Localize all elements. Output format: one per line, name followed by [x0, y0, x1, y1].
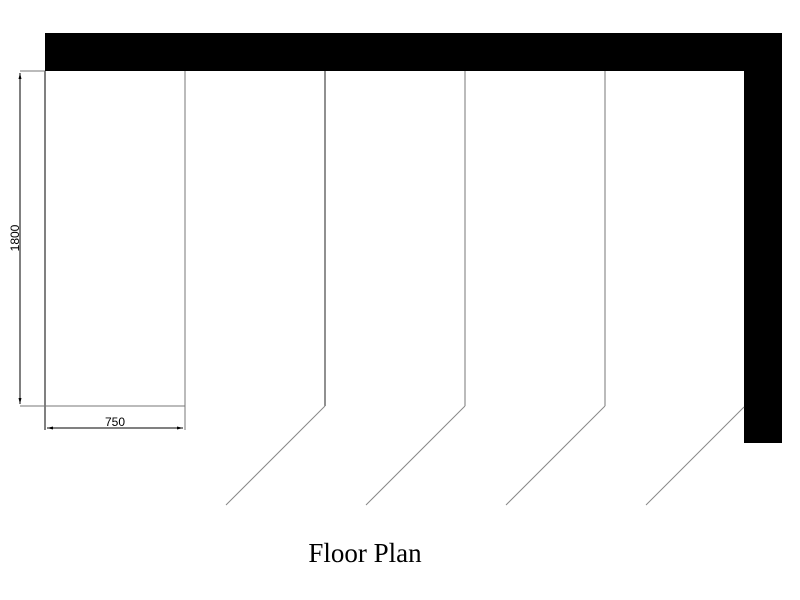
height-dimension-label: 1800 — [8, 224, 22, 251]
door-2 — [365, 405, 466, 506]
diagram-title: Floor Plan — [308, 538, 422, 568]
height-dimension: 1800 — [8, 73, 22, 404]
door-swings — [225, 405, 745, 506]
door-3 — [505, 405, 606, 506]
stall-partitions — [184, 71, 606, 430]
width-dimension-label: 750 — [105, 415, 125, 429]
right-wall — [744, 33, 782, 443]
door-1 — [225, 405, 326, 506]
width-dimension: 750 — [47, 415, 183, 430]
door-4 — [645, 406, 745, 506]
top-wall — [45, 33, 782, 71]
